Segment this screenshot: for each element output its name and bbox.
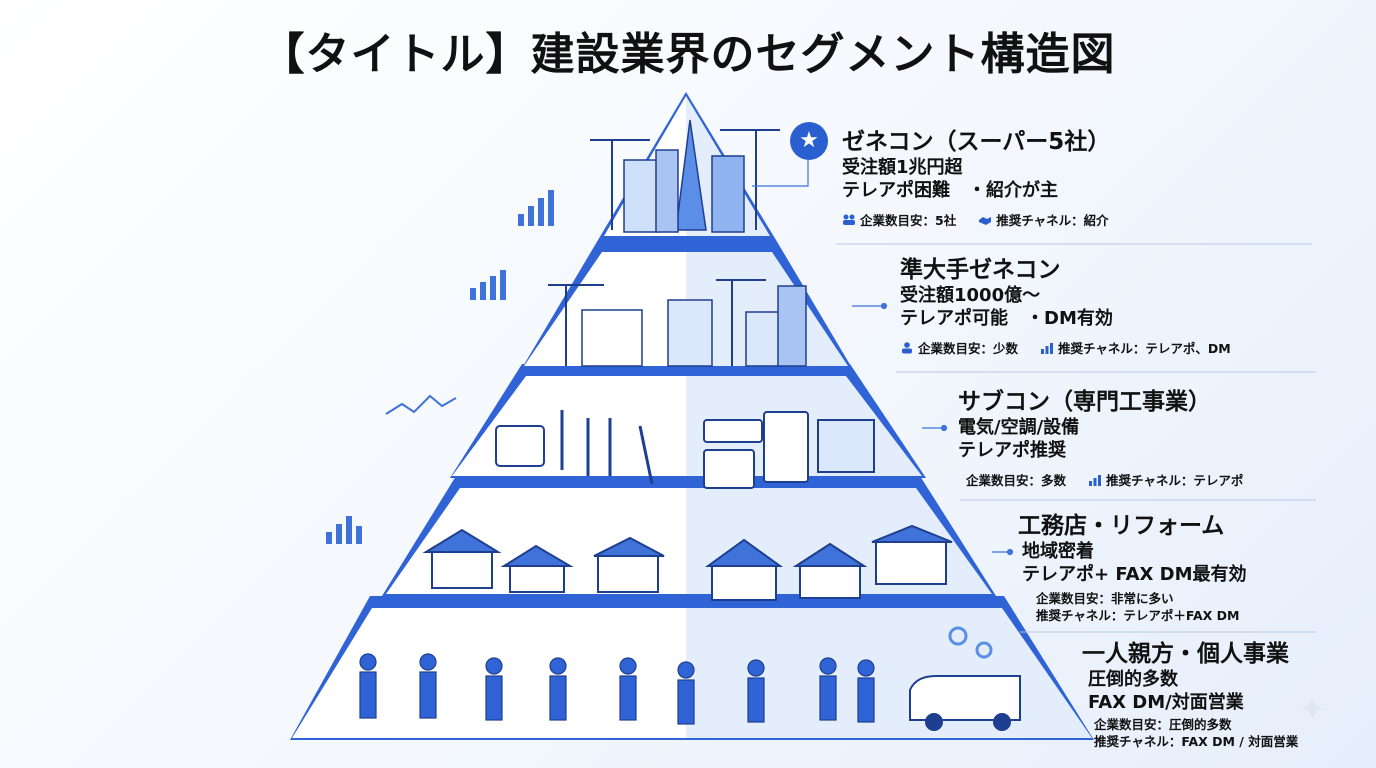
wrench-icon bbox=[560, 410, 654, 485]
building-icon bbox=[581, 285, 807, 367]
tier-4-channel: 推奨チャネル：テレアポ＋FAX DM bbox=[1036, 608, 1240, 623]
van-icon bbox=[909, 675, 1021, 731]
tier-3-name: サブコン（専門工事業） bbox=[958, 389, 1211, 415]
tier-2-company-count: 企業数目安：少数 bbox=[918, 341, 1019, 356]
crane-icon bbox=[590, 129, 780, 230]
connector-lines bbox=[752, 160, 1014, 556]
tier-1-line-2: テレアポ困難 ・紹介が主 bbox=[842, 180, 1058, 201]
tier-1-info: ゼネコン（スーパー5社） 受注額1兆円超 テレアポ困難 ・紹介が主 企業数目安：… bbox=[842, 128, 1110, 229]
people-icon bbox=[842, 214, 856, 226]
toolbox-icon bbox=[495, 425, 545, 467]
star-icon: ★ bbox=[790, 122, 828, 160]
bar-chart-icon bbox=[1088, 474, 1102, 486]
tier-2-name: 準大手ゼネコン bbox=[900, 257, 1061, 283]
tier-5-line-1: 圧倒的多数 bbox=[1088, 669, 1178, 690]
tier-3-info: サブコン（専門工事業） 電気/空調/設備 テレアポ推奨 企業数目安：多数 推奨チ… bbox=[958, 388, 1243, 489]
tier-2-line-2: テレアポ可能 ・DM有効 bbox=[900, 308, 1113, 329]
tier-3-line-2: テレアポ推奨 bbox=[958, 440, 1066, 461]
tier-1-meta: 企業数目安：5社 推奨チャネル：紹介 bbox=[842, 210, 1110, 229]
tier-2-meta: 企業数目安：少数 推奨チャネル：テレアポ、DM bbox=[900, 338, 1231, 357]
sparkle-icon: ✦ bbox=[1298, 690, 1327, 730]
person-icon bbox=[900, 341, 914, 354]
aircon-icon bbox=[703, 411, 875, 489]
tier-5-line-2: FAX DM/対面営業 bbox=[1088, 692, 1244, 713]
tier-1-name: ゼネコン（スーパー5社） bbox=[842, 129, 1111, 155]
tier-1-company-count: 企業数目安：5社 bbox=[860, 213, 957, 228]
tier-3-meta: 企業数目安：多数 推奨チャネル：テレアポ bbox=[966, 470, 1243, 489]
tier-4-line-2: テレアポ+ FAX DM最有効 bbox=[1022, 564, 1247, 585]
tier-2-channel: 推奨チャネル：テレアポ、DM bbox=[1058, 341, 1231, 356]
divider-lines bbox=[836, 243, 1316, 633]
tier-3-channel: 推奨チャネル：テレアポ bbox=[1106, 473, 1244, 488]
tier-1-line-1: 受注額1兆円超 bbox=[842, 157, 963, 178]
tier-5-company-count: 企業数目安：圧倒的多数 bbox=[1094, 717, 1232, 732]
tier-3-line-1: 電気/空調/設備 bbox=[958, 417, 1080, 438]
house-icon bbox=[422, 524, 953, 601]
tier-4-name: 工務店・リフォーム bbox=[1018, 513, 1225, 539]
tier-5-info: 一人親方・個人事業 圧倒的多数 FAX DM/対面営業 企業数目安：圧倒的多数 … bbox=[1082, 640, 1298, 750]
tier-4-line-1: 地域密着 bbox=[1022, 541, 1094, 562]
tier-5-name: 一人親方・個人事業 bbox=[1082, 641, 1289, 667]
gear-icon bbox=[948, 626, 993, 659]
worker-icon bbox=[359, 653, 875, 725]
tier-2-line-1: 受注額1000億〜 bbox=[900, 285, 1041, 306]
chart-icon bbox=[326, 190, 554, 544]
handshake-icon bbox=[978, 214, 992, 226]
tier-3-company-count: 企業数目安：多数 bbox=[966, 473, 1067, 488]
tier-2-info: 準大手ゼネコン 受注額1000億〜 テレアポ可能 ・DM有効 企業数目安：少数 … bbox=[900, 256, 1231, 357]
tier-4-info: 工務店・リフォーム 地域密着 テレアポ+ FAX DM最有効 企業数目安：非常に… bbox=[1018, 512, 1247, 624]
crane-icon bbox=[548, 279, 766, 366]
tier-1-channel: 推奨チャネル：紹介 bbox=[996, 213, 1109, 228]
tier-5-channel: 推奨チャネル：FAX DM / 対面営業 bbox=[1094, 734, 1299, 749]
tier-4-company-count: 企業数目安：非常に多い bbox=[1036, 591, 1174, 606]
bar-chart-icon bbox=[1040, 342, 1054, 354]
skyscraper-icon bbox=[623, 119, 745, 233]
line-chart-icon bbox=[385, 394, 457, 415]
page-title: 【タイトル】建設業界のセグメント構造図 bbox=[260, 29, 1116, 80]
